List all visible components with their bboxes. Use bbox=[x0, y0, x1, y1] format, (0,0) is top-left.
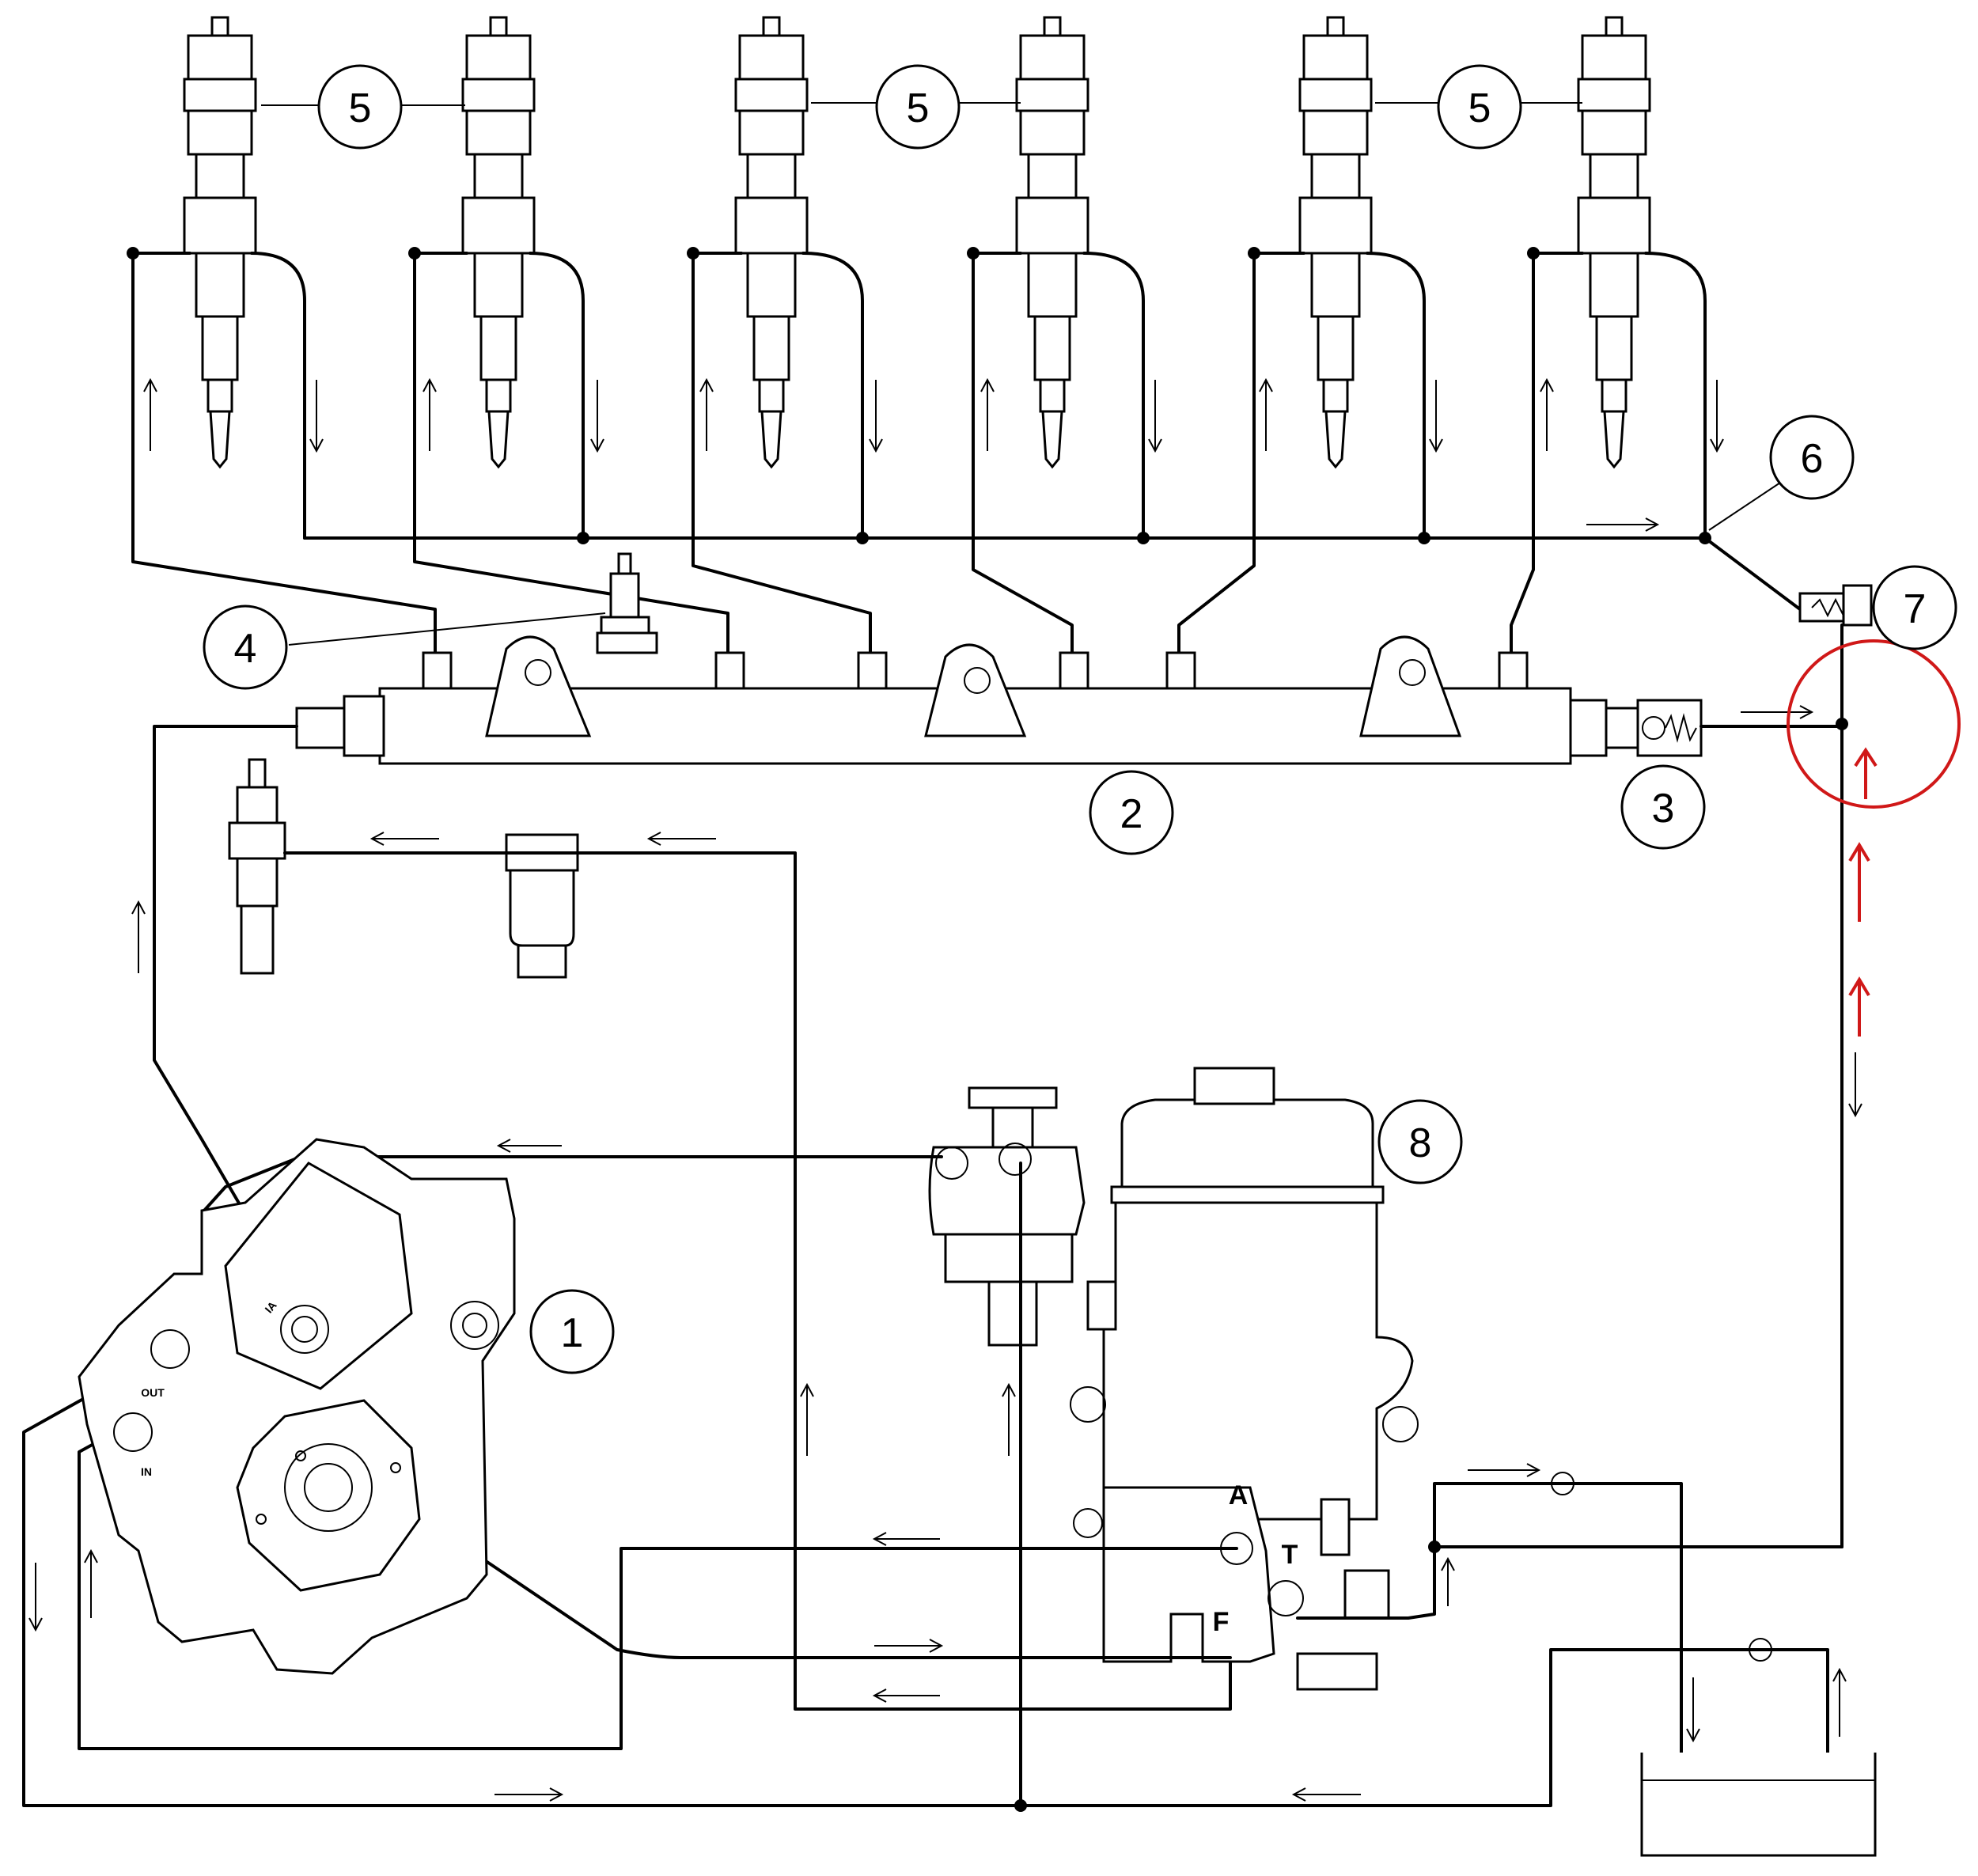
junction-dots bbox=[127, 247, 1848, 1812]
callout-1: 1 bbox=[529, 1289, 615, 1374]
svg-text:4: 4 bbox=[234, 626, 257, 672]
svg-text:7: 7 bbox=[1904, 586, 1927, 632]
highlight-annotation bbox=[1787, 639, 1961, 1037]
callout-7: 7 bbox=[1872, 565, 1957, 650]
fuel-rail bbox=[131, 635, 1572, 1331]
svg-text:3: 3 bbox=[1652, 786, 1675, 832]
svg-text:8: 8 bbox=[1409, 1120, 1432, 1166]
injector-3 bbox=[734, 16, 809, 469]
svg-text:1: 1 bbox=[561, 1310, 584, 1356]
callouts: 5 5 5 6 7 4 2 bbox=[203, 64, 1957, 1374]
pump-port-out: OUT bbox=[141, 1386, 165, 1399]
injector-2 bbox=[461, 16, 536, 469]
filter-port-t: T bbox=[1282, 1540, 1298, 1570]
filter-port-a: A bbox=[1229, 1480, 1249, 1510]
injector-5 bbox=[1298, 16, 1373, 469]
callout-5a: 5 bbox=[261, 64, 465, 150]
svg-text:5: 5 bbox=[907, 85, 930, 131]
temperature-sensor bbox=[228, 758, 286, 975]
callout-8: 8 bbox=[1377, 1099, 1463, 1184]
callout-6: 6 bbox=[1708, 415, 1855, 531]
injector-group bbox=[183, 16, 1651, 469]
return-line-sensors bbox=[283, 851, 1232, 1711]
high-pressure-pump: IA OUT IN bbox=[78, 1138, 516, 1675]
fuel-sensor-block bbox=[505, 833, 579, 979]
injector-4 bbox=[1015, 16, 1089, 469]
svg-text:6: 6 bbox=[1801, 436, 1824, 482]
injector-1 bbox=[183, 16, 257, 469]
flow-arrows-injectors bbox=[143, 377, 1724, 532]
fuel-filter-housing: A T F bbox=[928, 1067, 1419, 1691]
svg-text:5: 5 bbox=[349, 85, 372, 131]
pump-port-in: IN bbox=[141, 1465, 152, 1478]
callout-2: 2 bbox=[1089, 770, 1174, 855]
callout-4: 4 bbox=[203, 604, 606, 690]
rail-pressure-sensor bbox=[596, 552, 658, 654]
injector-lines bbox=[127, 247, 1848, 1812]
callout-5b: 5 bbox=[811, 64, 1021, 150]
pressure-limiting-valve bbox=[1569, 699, 1843, 757]
callout-3: 3 bbox=[1620, 764, 1706, 850]
fuel-tank bbox=[1640, 1753, 1877, 1857]
injector-6 bbox=[1577, 16, 1651, 469]
svg-text:2: 2 bbox=[1120, 791, 1143, 837]
svg-text:5: 5 bbox=[1468, 85, 1491, 131]
pressure-holding-valve bbox=[1433, 584, 1873, 1548]
callout-5c: 5 bbox=[1375, 64, 1582, 150]
filter-port-f: F bbox=[1213, 1607, 1230, 1637]
